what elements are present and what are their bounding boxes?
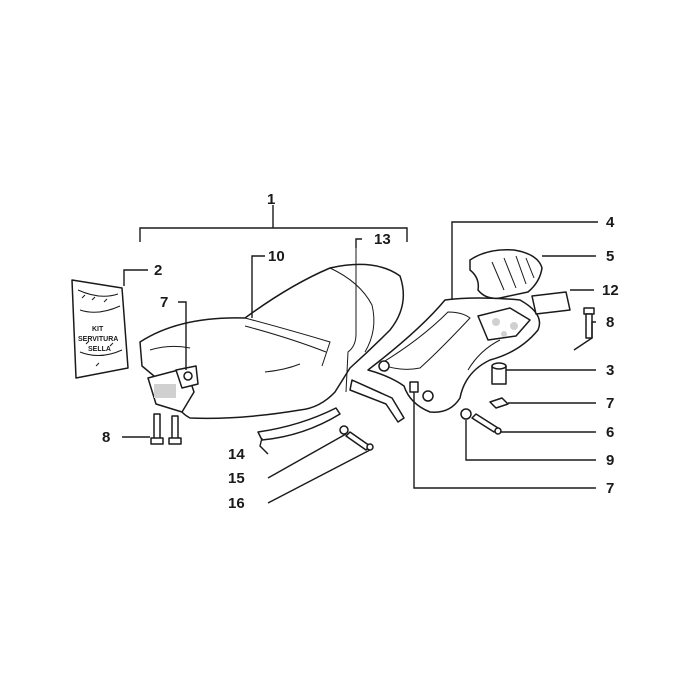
callout-13: 13: [374, 231, 391, 248]
callout-3: 3: [606, 362, 614, 379]
rack-cover: [469, 248, 543, 300]
label-plate: [531, 291, 571, 315]
strip-bolt: [339, 425, 374, 451]
rack-bolt: [471, 413, 502, 435]
washer: [460, 408, 472, 420]
callout-8-right: 8: [606, 314, 614, 331]
assembly-bracket-1: [139, 205, 408, 242]
hinge-bracket-left: [147, 365, 199, 413]
bag-label-line-2: SERVITURA: [78, 336, 118, 343]
callout-7-bottom: 7: [606, 480, 614, 497]
callout-10: 10: [268, 248, 285, 265]
callout-2: 2: [154, 262, 162, 279]
seat: [139, 263, 405, 420]
release-cable: [345, 248, 405, 423]
callout-5: 5: [606, 248, 614, 265]
lock-kit-bag: KIT SERVITURA SELLA: [71, 279, 129, 379]
callout-16: 16: [228, 495, 245, 512]
callout-7-right: 7: [606, 395, 614, 412]
leader-lines: [122, 221, 598, 504]
callout-9: 9: [606, 452, 614, 469]
callout-12: 12: [602, 282, 619, 299]
callout-14: 14: [228, 446, 245, 463]
callout-1: 1: [267, 191, 275, 208]
callout-labels: 1 2 7 8 10 13 4 5 12 8 3 7 6 9 7 14 15 1…: [102, 191, 619, 512]
callout-7-left: 7: [160, 294, 168, 311]
nut-lower: [409, 381, 419, 393]
callout-15: 15: [228, 470, 245, 487]
bag-label-line-3: SELLA: [88, 346, 111, 353]
screws-left: [150, 413, 182, 445]
nut-plate-right: [489, 397, 509, 409]
bag-label-line-1: KIT: [92, 326, 104, 333]
callout-4: 4: [606, 214, 615, 231]
seat-strip: [257, 407, 341, 441]
callout-8-left: 8: [102, 429, 110, 446]
callout-6: 6: [606, 424, 614, 441]
spacer: [491, 362, 507, 385]
